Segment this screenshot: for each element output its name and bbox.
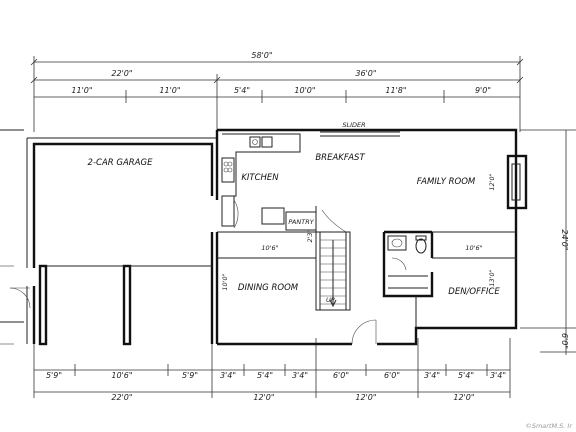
pantry: PANTRY xyxy=(261,207,317,231)
right-dimensions: 24'0" 6'0" xyxy=(520,129,576,355)
dim-bottom-detail-4: 3'4" xyxy=(220,371,236,380)
dim-top-detail-4: 10'0" xyxy=(294,86,315,95)
dim-interior-5: 2'3" xyxy=(306,229,314,242)
dim-bottom-detail-1: 5'9" xyxy=(46,371,62,380)
dim-top-detail-6: 9'0" xyxy=(475,86,491,95)
room-dining-label: DINING ROOM xyxy=(238,283,299,293)
dim-bottom-detail-3: 5'9" xyxy=(182,371,198,380)
bottom-dimensions: 5'9" 10'6" 5'9" 3'4" 5'4" 3'4" 6'0" 6'0"… xyxy=(33,338,511,402)
stairs-up-label: UP xyxy=(326,296,335,304)
room-den-label: DEN/OFFICE xyxy=(448,287,500,297)
dim-bottom-detail-9: 3'4" xyxy=(424,371,440,380)
powder-room xyxy=(382,230,434,298)
garage: 2-CAR GARAGE xyxy=(0,137,217,346)
room-kitchen-label: KITCHEN xyxy=(241,173,279,183)
dim-right-small: 6'0" xyxy=(560,333,569,349)
room-family-label: FAMILY ROOM xyxy=(417,177,476,187)
room-garage-label: 2-CAR GARAGE xyxy=(88,158,154,168)
dim-top-detail-5: 11'8" xyxy=(385,86,406,95)
dim-bottom-detail-6: 3'4" xyxy=(292,371,308,380)
dim-bottom-detail-2: 10'6" xyxy=(111,371,132,380)
dim-bottom-detail-8: 6'0" xyxy=(384,371,400,380)
house-walls xyxy=(215,128,528,346)
dim-interior-6: 13'0" xyxy=(488,269,496,286)
dim-top-detail-1: 11'0" xyxy=(71,86,92,95)
top-dimensions: 58'0" 22'0" 36'0" 11'0" 11'0" 5'4" 10'0"… xyxy=(30,51,524,132)
dim-bottom-total-4: 12'0" xyxy=(453,393,474,402)
kitchen: KITCHEN xyxy=(221,133,301,229)
dim-top-detail-3: 5'4" xyxy=(234,86,250,95)
dim-bottom-total-1: 22'0" xyxy=(111,393,132,402)
dim-interior-2: 10'6" xyxy=(465,244,482,252)
dim-top-detail-2: 11'0" xyxy=(159,86,180,95)
stairs-core: UP xyxy=(315,206,377,345)
copyright-text: ©SmartM.S. Ir xyxy=(525,422,573,430)
dim-interior-3: 10'0" xyxy=(221,273,229,290)
dim-bottom-total-3: 12'0" xyxy=(355,393,376,402)
left-stubs xyxy=(0,129,24,323)
interior-walls xyxy=(217,231,516,328)
dim-top-seg-2: 36'0" xyxy=(355,69,376,78)
dim-bottom-detail-10: 5'4" xyxy=(458,371,474,380)
dim-interior-4: 12'0" xyxy=(488,173,496,190)
dim-interior-1: 10'6" xyxy=(261,244,278,252)
dim-overall-top: 58'0" xyxy=(251,51,272,60)
dim-bottom-detail-11: 3'4" xyxy=(490,371,506,380)
slider-label: SLIDER xyxy=(342,121,365,129)
room-pantry-label: PANTRY xyxy=(288,218,314,226)
room-breakfast-label: BREAKFAST xyxy=(315,153,365,163)
dim-top-seg-1: 22'0" xyxy=(111,69,132,78)
dim-bottom-total-2: 12'0" xyxy=(253,393,274,402)
dim-bottom-detail-7: 6'0" xyxy=(333,371,349,380)
dim-right-overall: 24'0" xyxy=(560,229,569,250)
dim-bottom-detail-5: 5'4" xyxy=(257,371,273,380)
